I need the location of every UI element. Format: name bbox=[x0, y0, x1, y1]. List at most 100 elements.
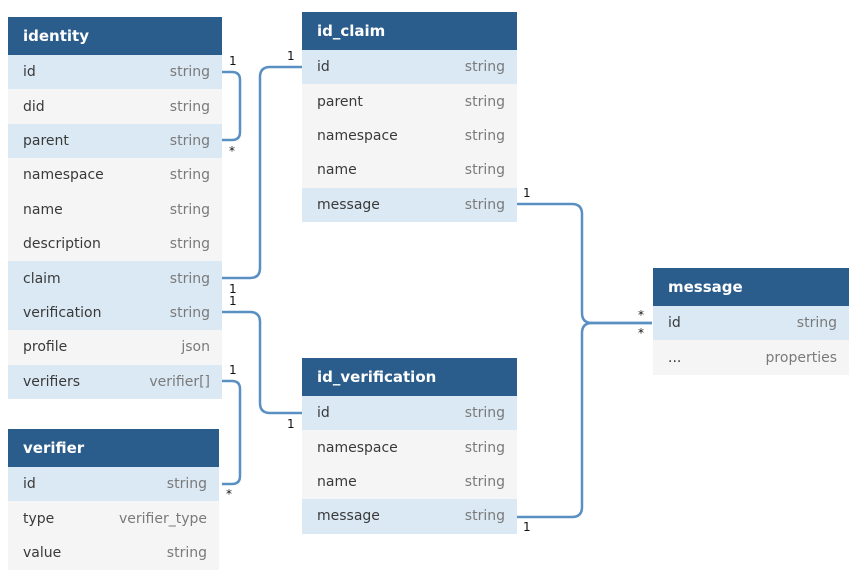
field-type: string bbox=[464, 508, 505, 525]
card-identity-parent: * bbox=[229, 144, 235, 158]
field-type: string bbox=[169, 304, 210, 321]
table-row[interactable]: name string bbox=[302, 464, 517, 500]
table-row[interactable]: parent string bbox=[8, 123, 222, 159]
table-row[interactable]: id string bbox=[302, 396, 517, 431]
field-name: id bbox=[317, 405, 330, 422]
field-name: name bbox=[317, 473, 357, 490]
link-identity-parent bbox=[222, 70, 242, 142]
field-name: name bbox=[317, 162, 357, 179]
field-name: message bbox=[317, 196, 380, 213]
table-row[interactable]: type verifier_type bbox=[8, 501, 219, 536]
field-type: json bbox=[181, 339, 210, 356]
field-name: profile bbox=[23, 339, 68, 356]
table-row[interactable]: id string bbox=[302, 50, 517, 85]
field-name: verifiers bbox=[23, 373, 81, 390]
field-name: message bbox=[317, 508, 380, 525]
field-name: type bbox=[23, 510, 55, 527]
table-row[interactable]: id string bbox=[8, 467, 219, 502]
card-verification-message: 1 bbox=[523, 520, 531, 534]
table-row[interactable]: id string bbox=[653, 306, 849, 341]
table-row[interactable]: profile json bbox=[8, 330, 222, 365]
card-claim-id: 1 bbox=[287, 49, 295, 63]
entity-id-verification[interactable]: id_verification id string namespace stri… bbox=[302, 358, 517, 534]
field-name: namespace bbox=[317, 439, 398, 456]
field-type: string bbox=[169, 270, 210, 287]
card-identity-id: 1 bbox=[229, 54, 237, 68]
table-row[interactable]: name string bbox=[302, 153, 517, 188]
card-message-id-a: * bbox=[638, 308, 644, 322]
table-row[interactable]: namespace string bbox=[302, 118, 517, 154]
card-identity-claim: 1 bbox=[229, 282, 237, 296]
field-name: namespace bbox=[317, 127, 398, 144]
field-name: value bbox=[23, 544, 62, 561]
table-row[interactable]: name string bbox=[8, 192, 222, 227]
table-row[interactable]: id string bbox=[8, 55, 222, 90]
field-name: ... bbox=[668, 349, 682, 366]
field-type: string bbox=[169, 64, 210, 81]
field-name: id bbox=[668, 315, 681, 332]
field-name: description bbox=[23, 236, 101, 253]
card-message-id-b: * bbox=[638, 326, 644, 340]
table-row[interactable]: message string bbox=[302, 499, 517, 534]
field-type: string bbox=[169, 236, 210, 253]
field-name: verification bbox=[23, 304, 102, 321]
field-type: string bbox=[169, 132, 210, 149]
field-name: name bbox=[23, 201, 63, 218]
field-type: verifier[] bbox=[149, 373, 210, 390]
field-name: namespace bbox=[23, 167, 104, 184]
entity-message[interactable]: message id string ... properties bbox=[653, 268, 849, 375]
field-type: string bbox=[464, 162, 505, 179]
entity-id-verification-title[interactable]: id_verification bbox=[302, 358, 517, 396]
field-type: string bbox=[464, 439, 505, 456]
table-row[interactable]: description string bbox=[8, 226, 222, 262]
link-claim-message bbox=[517, 202, 652, 325]
link-identity-verifiers bbox=[222, 379, 242, 486]
entity-message-title[interactable]: message bbox=[653, 268, 849, 306]
link-verification-message bbox=[517, 321, 652, 519]
link-identity-verification bbox=[222, 310, 302, 415]
entity-id-claim-title[interactable]: id_claim bbox=[302, 12, 517, 50]
table-row[interactable]: value string bbox=[8, 535, 219, 571]
field-type: string bbox=[166, 544, 207, 561]
link-identity-claim bbox=[222, 65, 302, 280]
card-verifier-id: * bbox=[226, 487, 232, 501]
card-identity-verifiers: 1 bbox=[229, 363, 237, 377]
field-name: id bbox=[23, 476, 36, 493]
field-type: string bbox=[169, 98, 210, 115]
field-name: did bbox=[23, 98, 45, 115]
field-type: string bbox=[169, 167, 210, 184]
field-type: properties bbox=[765, 349, 837, 366]
table-row[interactable]: ... properties bbox=[653, 340, 849, 375]
field-type: string bbox=[464, 196, 505, 213]
table-row[interactable]: verifiers verifier[] bbox=[8, 364, 222, 399]
field-name: id bbox=[317, 59, 330, 76]
field-type: string bbox=[464, 127, 505, 144]
field-name: id bbox=[23, 64, 36, 81]
entity-verifier-title[interactable]: verifier bbox=[8, 429, 219, 467]
field-type: string bbox=[169, 201, 210, 218]
table-row[interactable]: did string bbox=[8, 89, 222, 124]
card-verification-id: 1 bbox=[287, 417, 295, 431]
field-name: parent bbox=[23, 132, 69, 149]
card-claim-message: 1 bbox=[523, 186, 531, 200]
field-type: verifier_type bbox=[118, 510, 207, 527]
field-type: string bbox=[166, 476, 207, 493]
entity-verifier[interactable]: verifier id string type verifier_type va… bbox=[8, 429, 219, 571]
field-type: string bbox=[464, 473, 505, 490]
card-identity-verification: 1 bbox=[229, 294, 237, 308]
table-row[interactable]: namespace string bbox=[302, 430, 517, 465]
field-type: string bbox=[796, 315, 837, 332]
field-type: string bbox=[464, 93, 505, 110]
entity-identity[interactable]: identity id string did string parent str… bbox=[8, 17, 222, 399]
table-row[interactable]: namespace string bbox=[8, 158, 222, 193]
table-row[interactable]: parent string bbox=[302, 84, 517, 119]
entity-id-claim[interactable]: id_claim id string parent string namespa… bbox=[302, 12, 517, 222]
field-type: string bbox=[464, 59, 505, 76]
field-type: string bbox=[464, 405, 505, 422]
entity-identity-title[interactable]: identity bbox=[8, 17, 222, 55]
field-name: claim bbox=[23, 270, 61, 287]
table-row[interactable]: claim string bbox=[8, 261, 222, 296]
table-row[interactable]: message string bbox=[302, 187, 517, 222]
table-row[interactable]: verification string bbox=[8, 295, 222, 331]
